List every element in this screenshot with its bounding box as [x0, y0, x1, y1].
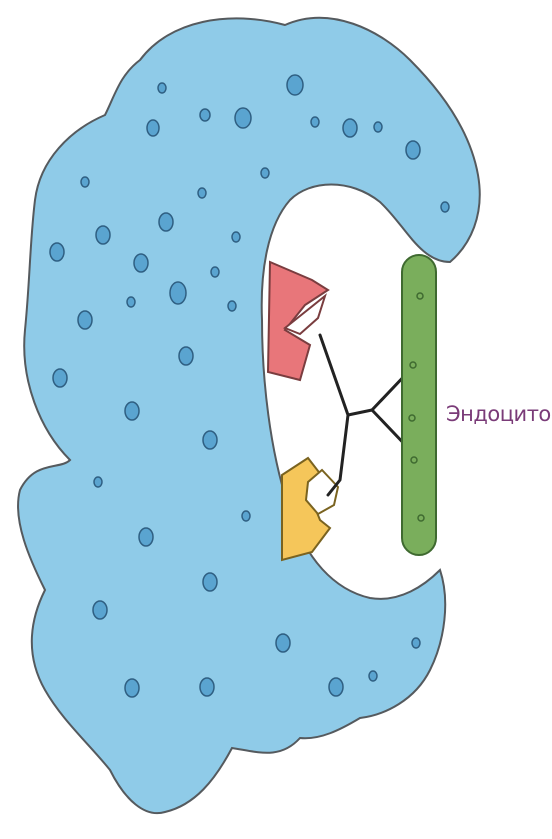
vesicle — [179, 347, 193, 365]
vesicle — [203, 431, 217, 449]
vesicle — [329, 678, 343, 696]
endocytosis-label: Эндоцитоз — [446, 402, 552, 426]
vesicle — [125, 679, 139, 697]
vesicle — [287, 75, 303, 95]
vesicle — [412, 638, 420, 648]
vesicle — [125, 402, 139, 420]
vesicle — [93, 601, 107, 619]
vesicle — [203, 573, 217, 591]
vesicle — [53, 369, 67, 387]
vesicle — [369, 671, 377, 681]
vesicle — [441, 202, 449, 212]
vesicle — [200, 109, 210, 121]
vesicle — [374, 122, 382, 132]
bacterium — [402, 255, 436, 555]
vesicle — [94, 477, 102, 487]
antibody — [320, 335, 412, 495]
vesicle — [276, 634, 290, 652]
vesicle — [96, 226, 110, 244]
vesicle — [406, 141, 420, 159]
vesicle — [200, 678, 214, 696]
vesicle — [78, 311, 92, 329]
vesicle — [147, 120, 159, 136]
vesicle — [159, 213, 173, 231]
vesicle — [242, 511, 250, 521]
vesicle — [232, 232, 240, 242]
vesicle — [343, 119, 357, 137]
vesicle — [134, 254, 148, 272]
vesicle — [261, 168, 269, 178]
vesicle — [81, 177, 89, 187]
vesicle — [198, 188, 206, 198]
vesicle — [158, 83, 166, 93]
vesicle — [50, 243, 64, 261]
vesicle — [235, 108, 251, 128]
vesicle — [211, 267, 219, 277]
vesicle — [139, 528, 153, 546]
vesicle — [170, 282, 186, 304]
vesicle — [228, 301, 236, 311]
vesicle — [311, 117, 319, 127]
vesicle — [127, 297, 135, 307]
antibody-stem — [348, 410, 372, 415]
